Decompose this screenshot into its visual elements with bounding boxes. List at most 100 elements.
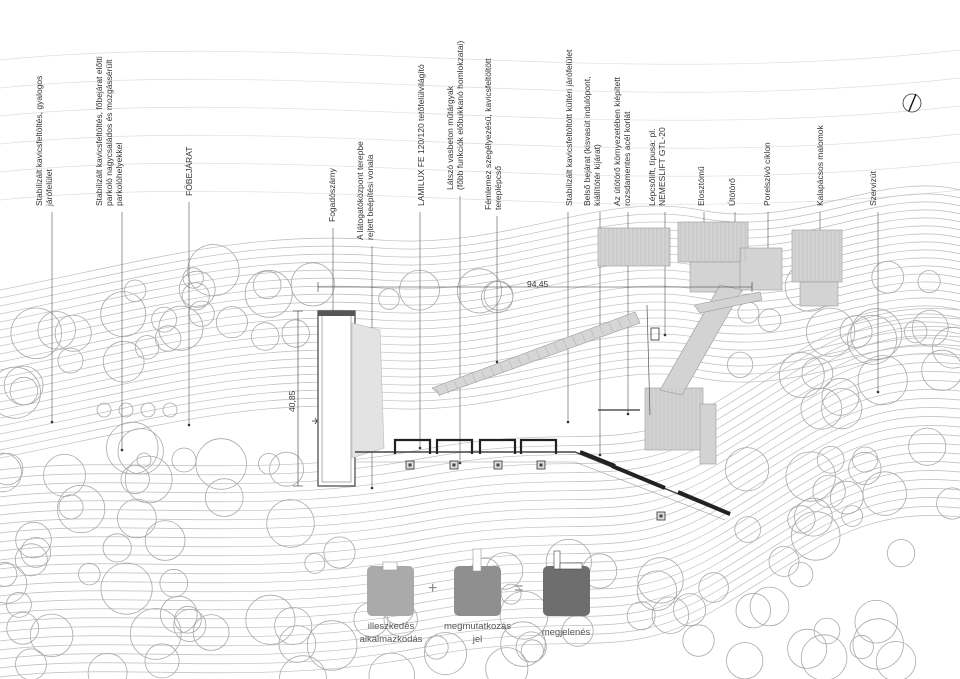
tree-canopy [323, 536, 356, 569]
plan-label-line: parkoló nagycsaládos és mozgássérült [104, 59, 114, 206]
contour-upper [0, 297, 960, 403]
stair-tread [553, 342, 559, 353]
plan-label-line: Fémlemez szegélyezésű, kavicsfeltöltött [483, 58, 493, 210]
plan-label-line: Stabilizált kavicsfeltöltés, főbejárat e… [94, 56, 104, 206]
leader-dot-l5 [370, 486, 374, 490]
plan-label-line: rejtett beépítési vonala [365, 154, 375, 240]
tree-canopy [651, 596, 690, 634]
tree-canopy [54, 314, 92, 352]
contour-top [0, 189, 960, 205]
tree-canopy [768, 546, 800, 577]
plan-label-line: Elosztómű [696, 166, 706, 206]
contour-lower [0, 308, 960, 471]
stair-tread [563, 339, 568, 349]
tree-canopy [306, 620, 358, 671]
tree-canopy [124, 455, 173, 504]
tree-canopy [908, 427, 947, 466]
leader-dot-l11 [626, 412, 630, 416]
tree-canopy [816, 445, 845, 474]
tree-canopy [424, 635, 449, 660]
tree-canopy [9, 376, 39, 406]
plan-label-line: parkolóhelyekkel [114, 142, 124, 206]
contour-lower [0, 353, 960, 516]
contour-upper [0, 201, 960, 307]
plan-label-l3: FŐBEJÁRAT [184, 147, 194, 196]
north-arrow-icon [902, 93, 922, 113]
tree-canopy [117, 498, 157, 539]
stair-tread [626, 315, 632, 325]
tree-canopy [162, 402, 178, 418]
tree-canopy [0, 453, 24, 486]
stair-tread [526, 353, 532, 363]
tree-canopy [626, 601, 656, 631]
tree-canopy [932, 326, 960, 369]
stair-lift [650, 327, 660, 341]
tree-canopy [117, 428, 164, 475]
label-leader-lines [50, 196, 880, 490]
concrete-structure [579, 450, 616, 468]
leader-dot-l10 [598, 453, 602, 457]
contour-lower [0, 380, 960, 543]
contour-lower [0, 344, 960, 507]
tree-canopy [636, 570, 678, 611]
legend-box-appearance [543, 566, 590, 616]
contour-upper [0, 337, 960, 443]
plan-label-line: Porelszívó ciklon [762, 142, 772, 206]
tree-canopy [0, 563, 28, 604]
tree-canopy [734, 516, 761, 543]
dimension-horizontal-value: 94,45 [527, 279, 549, 289]
stair-tread [517, 356, 523, 367]
tree-canopy [698, 572, 729, 603]
concrete-structure [519, 438, 558, 454]
contour-upper [0, 185, 960, 291]
tree-canopy [749, 586, 790, 627]
tree-canopy [278, 625, 317, 663]
plan-label-l16: Kalapácsos malomok [815, 125, 825, 206]
tree-canopy [96, 402, 112, 418]
leader-dot-l3 [187, 423, 191, 427]
tree-canopy [20, 537, 52, 568]
tree-canopy [724, 447, 770, 492]
contour-lower [0, 416, 960, 579]
dimension-vertical-value: 40,85 [287, 390, 297, 412]
plan-label-l15: Porelszívó ciklon [762, 142, 772, 206]
tree-canopy [871, 260, 904, 294]
tree-canopy [251, 322, 280, 351]
tree-canopy [682, 624, 715, 657]
stair-tread [581, 332, 586, 342]
plan-label-line: Az útötörő környezetében kiépített [612, 77, 622, 206]
tree-canopy [178, 270, 216, 308]
contour-lower [0, 317, 960, 480]
plan-label-line: Útötörő [727, 178, 737, 206]
tree-canopy [875, 641, 917, 679]
tree-canopy [483, 280, 514, 311]
tree-canopy [100, 562, 153, 615]
stair-tread [481, 370, 486, 380]
tree-canopy [911, 309, 949, 347]
tree-canopy [269, 451, 305, 487]
leader-dot-l17 [876, 390, 880, 394]
tree-canopy [813, 617, 841, 645]
stair-tread [572, 336, 577, 346]
plan-label-line: Belső bejárat (kisvasút indulópont, [582, 76, 592, 206]
tree-canopy [3, 365, 44, 406]
tree-canopy [500, 621, 546, 667]
plan-label-line: járófelület [44, 169, 54, 206]
tree-canopies [0, 244, 960, 679]
plan-label-line: tereplépcső [493, 166, 503, 210]
tree-canopy [791, 511, 841, 561]
tree-canopy [794, 497, 833, 537]
tree-canopy [735, 592, 771, 629]
hidden-building-line [351, 322, 385, 459]
tree-canopy [726, 351, 754, 378]
reception-wing-inner [321, 314, 352, 483]
tree-canopy [806, 307, 856, 357]
stair-tread [463, 377, 468, 387]
tree-canopy [904, 319, 928, 344]
tree-canopy [0, 452, 22, 493]
tree-canopy [850, 308, 903, 361]
plan-label-line: A látogatóközpont terepbe [355, 141, 365, 240]
tree-canopy [726, 642, 764, 679]
tree-canopy [173, 608, 207, 642]
tree-canopy [800, 634, 848, 679]
